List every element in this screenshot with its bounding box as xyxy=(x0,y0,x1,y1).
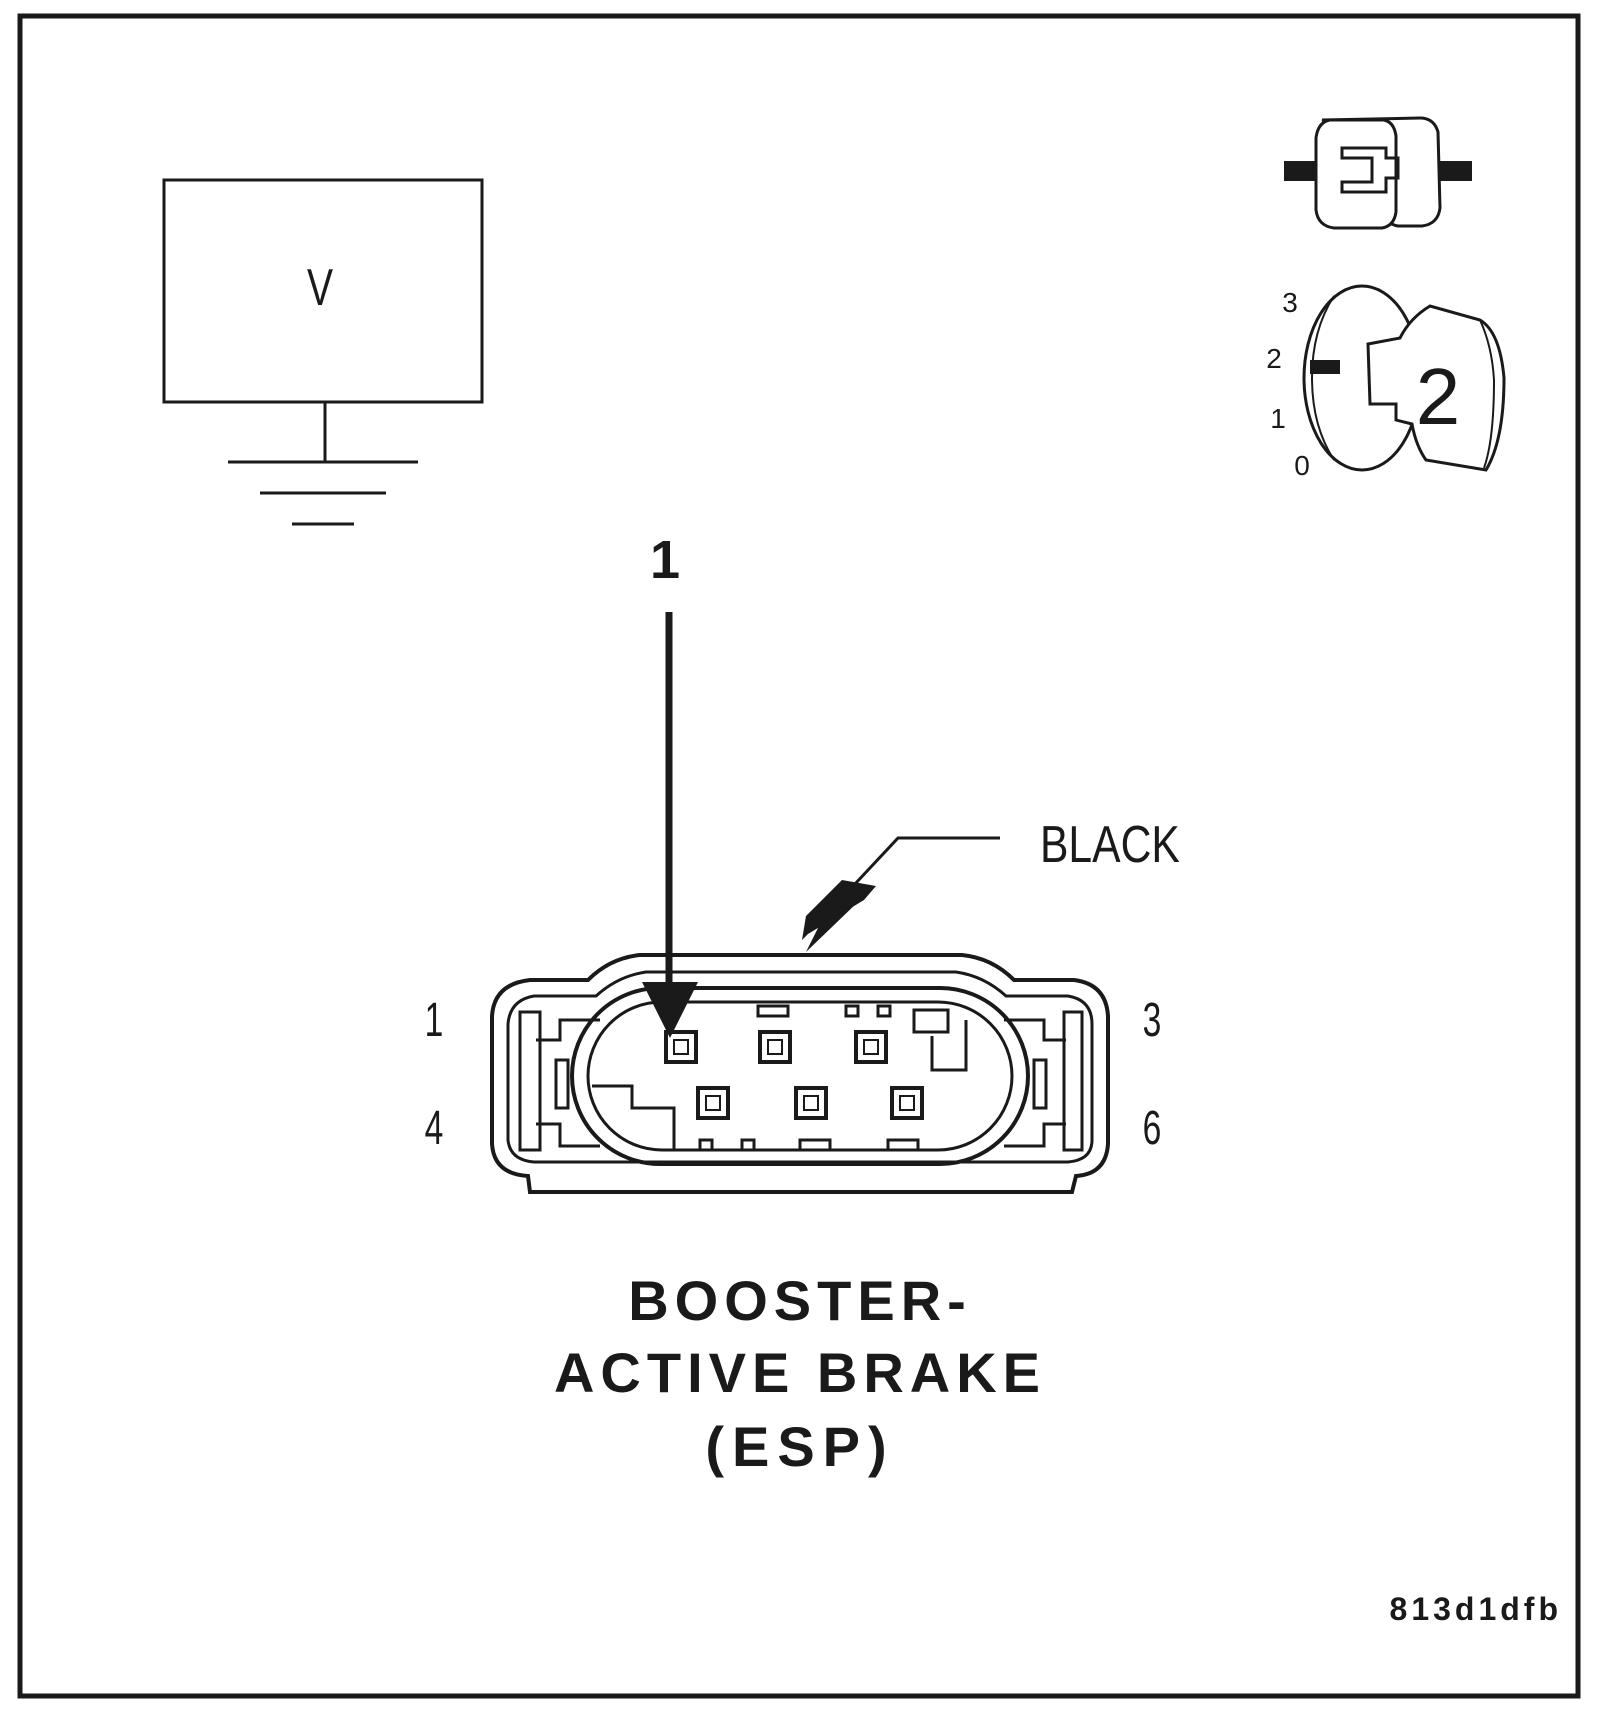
pin-cavity-1 xyxy=(664,1030,698,1064)
connector-pin-cavities xyxy=(664,1030,924,1120)
voltmeter-box xyxy=(162,178,484,404)
connector-inner-shell xyxy=(506,970,1094,1164)
connector-face xyxy=(490,953,1110,1194)
figure-id: 813d1dfb xyxy=(1390,1591,1562,1627)
pin-cavity-2 xyxy=(758,1030,792,1064)
ignition-position-marker xyxy=(1310,360,1340,374)
voltmeter-label: V xyxy=(307,257,333,316)
connector-name-line-3: (ESP) xyxy=(705,1415,894,1478)
connector-disconnected-icon xyxy=(1284,116,1472,230)
figure-frame xyxy=(17,13,1581,1699)
pin-label-bottom-left: 4 xyxy=(425,1100,444,1154)
ignition-key xyxy=(1366,304,1506,472)
ground-icon xyxy=(228,460,418,526)
ignition-position-2: 2 xyxy=(1266,343,1282,374)
ignition-position-1: 1 xyxy=(1270,403,1286,434)
pin-label-top-right: 3 xyxy=(1143,992,1162,1046)
ignition-switch-icon: 3 2 1 0 2 xyxy=(1266,284,1506,481)
pin-label-bottom-right: 6 xyxy=(1143,1100,1162,1154)
connector-name-line-2: ACTIVE BRAKE xyxy=(554,1341,1046,1404)
pin-cavity-4 xyxy=(696,1086,730,1120)
connector-insert-outer xyxy=(570,986,1030,1166)
color-leader-line xyxy=(838,836,1000,902)
connector-outer-shell xyxy=(490,953,1110,1194)
pin-cavity-5 xyxy=(794,1086,828,1120)
pin-cavity-6 xyxy=(890,1086,924,1120)
ignition-key-number: 2 xyxy=(1416,352,1461,441)
pin-cavity-3 xyxy=(854,1030,888,1064)
ignition-position-0: 0 xyxy=(1294,450,1310,481)
connector-name: BOOSTER- ACTIVE BRAKE (ESP) xyxy=(554,1269,1046,1478)
ignition-position-3: 3 xyxy=(1282,287,1298,318)
callout-arrow-head xyxy=(642,982,698,1038)
connector-color-label: BLACK xyxy=(1040,816,1180,874)
voltmeter-symbol: V xyxy=(162,178,484,526)
connector-name-line-1: BOOSTER- xyxy=(628,1269,972,1332)
callout-number: 1 xyxy=(650,530,680,590)
pin-label-top-left: 1 xyxy=(425,992,444,1046)
